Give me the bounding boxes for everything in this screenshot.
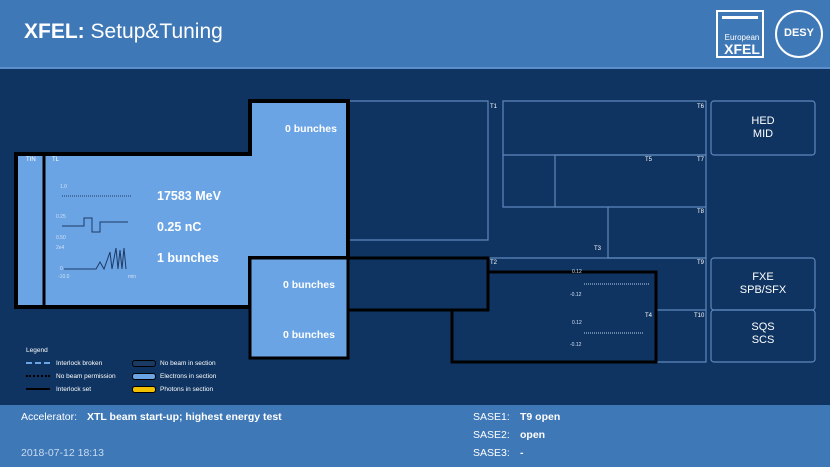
t1-section-outline: [348, 100, 489, 241]
section-label-t3: T3: [594, 246, 602, 252]
sase-plot-tick: 0.12: [572, 320, 582, 326]
section-label-t8: T8: [697, 209, 705, 215]
section-label-t7: T7: [697, 157, 705, 163]
plot-tick: 1.0: [60, 184, 67, 190]
plot-tick: min: [128, 274, 137, 280]
timestamp: 2018-07-12 18:13: [21, 447, 104, 459]
section-label-t1: T1: [490, 104, 498, 110]
bunches-middle-readout: 0 bunches: [283, 279, 335, 291]
sase-plot-tick: 0.12: [572, 269, 582, 275]
section-label-t5: T5: [645, 157, 653, 163]
plot-tick: 0: [60, 266, 63, 272]
bunch-count-readout: 1 bunches: [157, 251, 219, 265]
legend-item-label: Electrons in section: [160, 373, 217, 380]
beamline-map: [14, 99, 816, 364]
dotted-line-icon: [26, 375, 50, 377]
sase1-label: SASE1:: [473, 411, 510, 423]
sase3-status: -: [520, 447, 524, 459]
charge-trace: [62, 217, 128, 233]
t2-interlock-outline: [348, 256, 490, 312]
legend-title: Legend: [26, 347, 48, 354]
section-label-t9: T9: [697, 260, 705, 266]
plot-tick: 2e4: [56, 245, 65, 251]
sase-plot-tick: -0.12: [570, 342, 582, 348]
hed-mid-station-outline: [710, 100, 816, 156]
sqs-scs-station-outline: [710, 309, 816, 363]
plot-tick: 0.25: [56, 214, 66, 220]
section-label-tl: TL: [52, 157, 60, 163]
t4-interlock-outline: [348, 308, 658, 364]
energy-readout: 17583 MeV: [157, 189, 221, 203]
sase2-label: SASE2:: [473, 429, 510, 441]
sase2-status: open: [520, 429, 546, 441]
desy-logo: DESY: [775, 10, 823, 58]
plot-tick: 0.50: [56, 235, 66, 241]
section-label-tin: TIN: [26, 157, 36, 163]
t5-section-outline: [502, 155, 556, 208]
accelerator-status: XTL beam start-up; highest energy test: [87, 411, 282, 423]
tl-lower-branch: [248, 256, 350, 360]
legend-item-label: No beam in section: [160, 360, 216, 367]
legend: Legend Interlock broken No beam permissi…: [26, 347, 216, 393]
legend-item-label: Interlock broken: [56, 360, 103, 367]
blue-pill-icon: [132, 373, 156, 380]
mode-label: Setup&Tuning: [90, 20, 223, 43]
section-label-t2: T2: [490, 260, 498, 266]
section-label-t6: T6: [697, 104, 705, 110]
accelerator-label: Accelerator:: [21, 411, 78, 423]
european-xfel-logo: European XFEL: [716, 10, 764, 58]
brand-label: XFEL:: [24, 20, 85, 43]
legend-item-label: Photons in section: [160, 386, 214, 393]
header-bar: XFEL: Setup&Tuning European XFEL DESY: [0, 0, 830, 69]
status-footer: Accelerator: XTL beam start-up; highest …: [0, 405, 830, 467]
legend-item-label: No beam permission: [56, 373, 116, 380]
dashed-line-icon: [26, 362, 50, 364]
sase3-label: SASE3:: [473, 447, 510, 459]
bunch-trace: [64, 247, 127, 271]
plot-tick: -10.0: [58, 274, 70, 280]
t9-interlock-outline: [486, 258, 658, 310]
section-label-t10: T10: [694, 313, 705, 319]
t6-section-outline: [502, 100, 707, 156]
bunches-top-readout: 0 bunches: [285, 123, 337, 135]
dark-pill-icon: [132, 360, 156, 367]
section-label-t4: T4: [645, 313, 653, 319]
page-title: XFEL: Setup&Tuning: [24, 20, 223, 44]
solid-line-icon: [26, 388, 50, 390]
sase-plot-tick: -0.12: [570, 292, 582, 298]
legend-item-label: Interlock set: [56, 386, 92, 393]
charge-readout: 0.25 nC: [157, 220, 202, 234]
yellow-pill-icon: [132, 386, 156, 393]
sase1-status: T9 open: [520, 411, 561, 423]
bunches-bottom-readout: 0 bunches: [283, 329, 335, 341]
